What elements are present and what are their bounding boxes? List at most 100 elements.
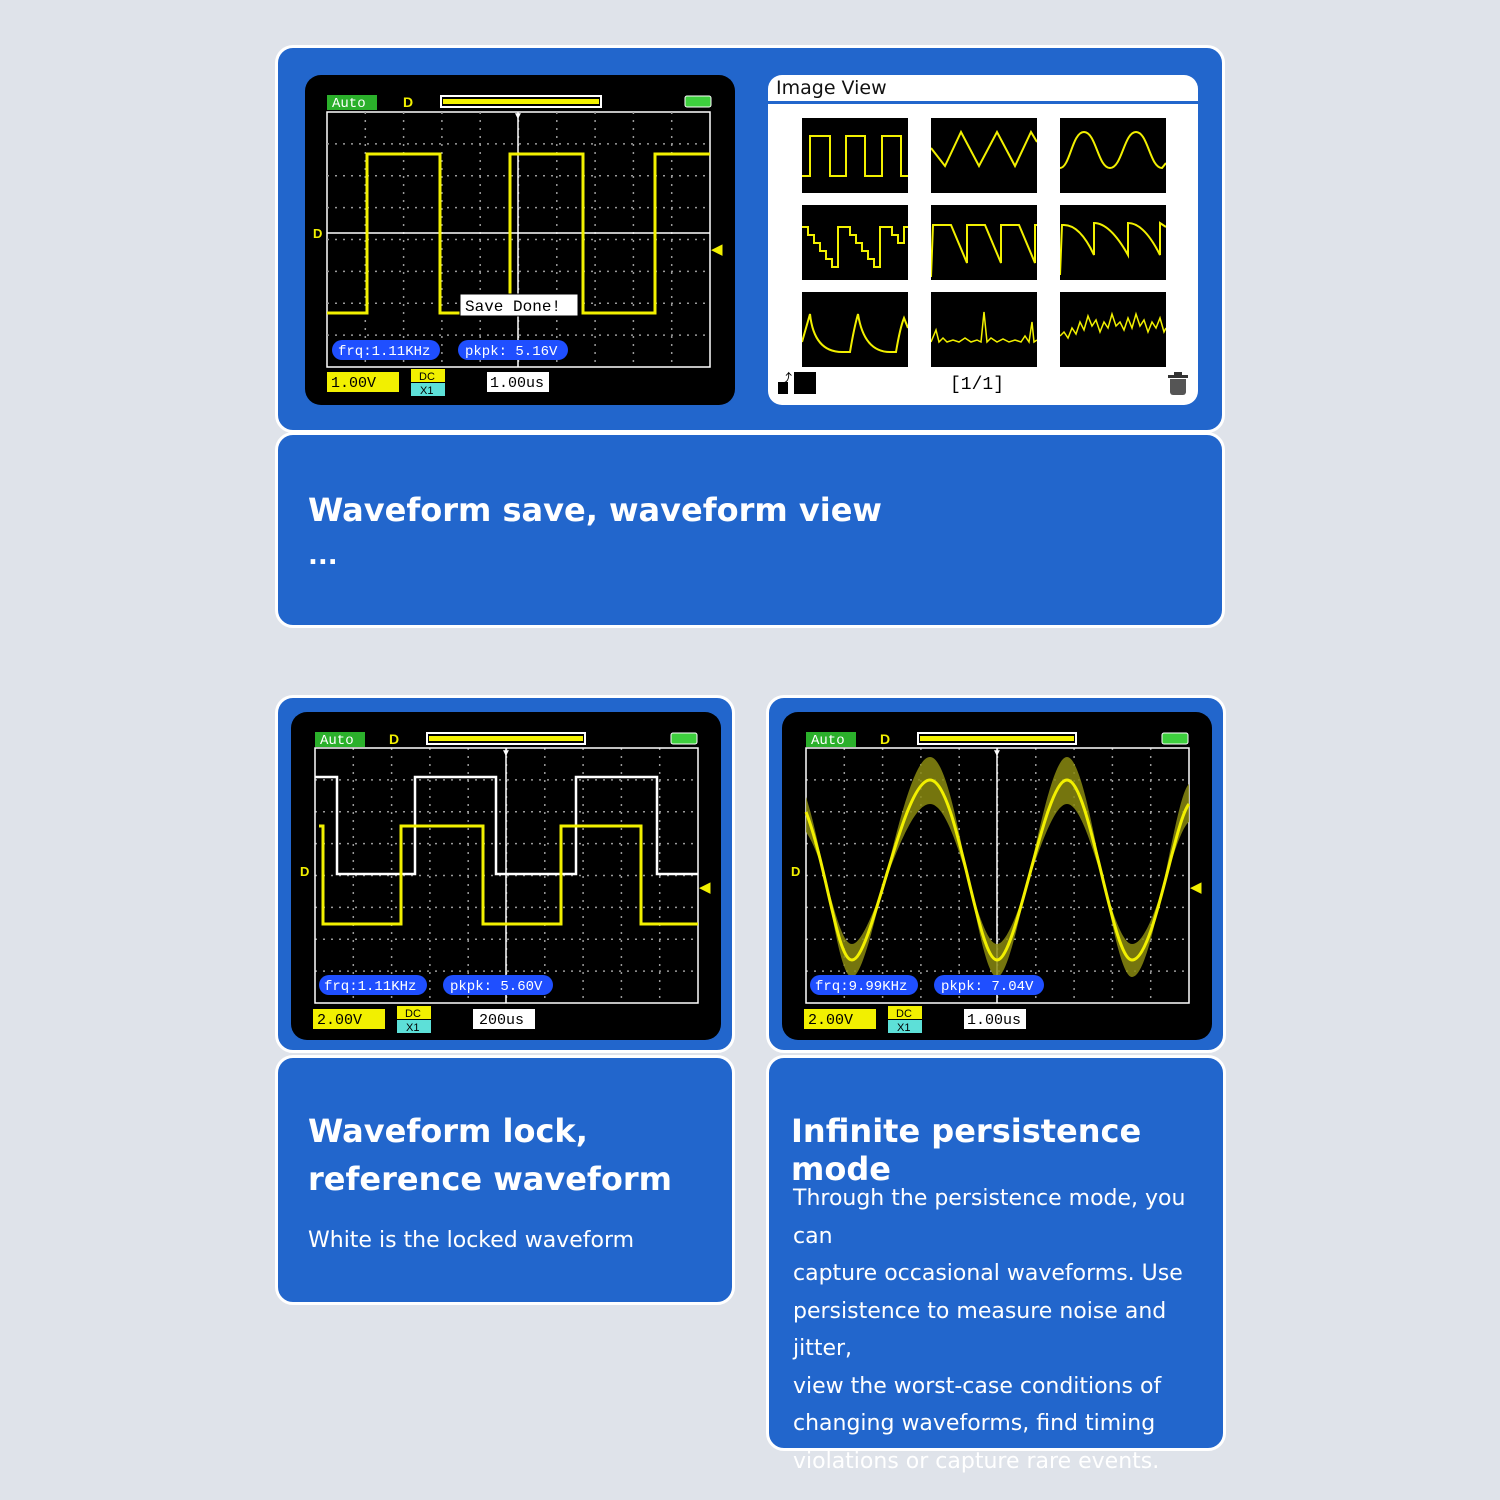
save-toast xyxy=(459,293,579,317)
thumbnail-square[interactable] xyxy=(802,118,908,193)
description-line: violations or capture rare events. xyxy=(793,1448,1160,1474)
lock-screen-panel: Auto D D ◀ ▼ frq:1.11KHz pkpk: 5.60V 2.0… xyxy=(275,695,735,1053)
thumbnail-ramp[interactable] xyxy=(931,205,1037,280)
volts-per-div: 2.00V xyxy=(317,1012,362,1029)
trigger-level-arrow-icon: ◀ xyxy=(1190,879,1202,896)
top-caption-panel: Waveform save, waveform view ... xyxy=(275,432,1225,628)
description-line: capture occasional waveforms. Use xyxy=(793,1261,1183,1286)
rotate-icon[interactable]: ⤴ xyxy=(778,370,792,394)
volts-badge xyxy=(313,1009,385,1029)
probe-badge xyxy=(397,1020,431,1033)
probe-badge xyxy=(411,383,445,396)
time-badge xyxy=(473,1009,535,1029)
auto-badge xyxy=(315,732,365,747)
persistence-description: Through the persistence mode, you can ca… xyxy=(793,1180,1223,1480)
scope-display-persistence: Auto D D ◀ ▼ frq:9.99KHz pkpk: 7.04V 2.0… xyxy=(791,731,1202,1034)
scope-screen-lock: Auto D D ◀ ▼ frq:1.11KHz pkpk: 5.60V 2.0… xyxy=(291,712,721,1040)
trash-icon[interactable] xyxy=(1168,372,1188,396)
persistence-envelope xyxy=(806,757,1189,977)
persistence-screen-panel: Auto D D ◀ ▼ frq:9.99KHz pkpk: 7.04V 2.0… xyxy=(766,695,1226,1053)
probe-label: X1 xyxy=(420,385,433,397)
pkpk-badge xyxy=(934,975,1044,995)
pkpk-badge xyxy=(443,975,553,995)
description-line: changing waveforms, find timing xyxy=(793,1411,1156,1436)
thumbnail-noise[interactable] xyxy=(1060,292,1166,367)
battery-icon xyxy=(684,95,712,108)
yellow-live-trace xyxy=(319,824,698,926)
section-title-save-view: Waveform save, waveform view xyxy=(308,491,882,529)
timebase-bar xyxy=(426,732,586,745)
thumbnail-triangle[interactable] xyxy=(931,118,1037,193)
coupling-label: DC xyxy=(896,1008,912,1020)
pkpk-readout: pkpk: 7.04V xyxy=(941,979,1034,995)
scope-display-save: Auto D D ◀ ▼ Save Done! frq:1.11KHz pkpk… xyxy=(313,94,723,397)
yellow-sine-trace xyxy=(804,778,1191,962)
coupling-label: DC xyxy=(419,371,435,383)
lock-caption-panel: Waveform lock, reference waveform White … xyxy=(275,1055,735,1305)
stop-square-icon[interactable] xyxy=(794,372,816,394)
thumbnail-sine[interactable] xyxy=(1060,118,1166,193)
image-view-title: Image View xyxy=(776,77,887,99)
description-line: persistence to measure noise and jitter, xyxy=(793,1298,1167,1362)
time-per-div: 200us xyxy=(479,1012,524,1029)
auto-badge xyxy=(327,95,377,110)
save-message: Save Done! xyxy=(465,298,561,316)
coupling-badge xyxy=(397,1006,431,1019)
trigger-marker-icon: D xyxy=(389,731,399,747)
channel-marker-icon: D xyxy=(300,864,309,879)
top-screens-panel: Auto D D ◀ ▼ Save Done! frq:1.11KHz pkpk… xyxy=(275,45,1225,433)
time-per-div: 1.00us xyxy=(490,375,544,392)
trigger-position-icon: ▼ xyxy=(992,748,1002,759)
battery-icon xyxy=(1161,732,1189,745)
scope-screen-persistence: Auto D D ◀ ▼ frq:9.99KHz pkpk: 7.04V 2.0… xyxy=(782,712,1212,1040)
image-view-window: Image View ⤴ xyxy=(768,75,1198,405)
coupling-badge xyxy=(888,1006,922,1019)
trigger-level-arrow-icon: ◀ xyxy=(699,879,711,896)
volts-badge xyxy=(327,372,399,392)
description-line: view the worst-case conditions of xyxy=(793,1373,1162,1399)
thumbnail-spikes[interactable] xyxy=(931,292,1037,367)
probe-label: X1 xyxy=(406,1022,419,1034)
plot-area: D ◀ ▼ xyxy=(313,111,723,368)
section-title-lock-line1: Waveform lock, xyxy=(308,1112,588,1150)
channel-marker-icon: D xyxy=(313,226,322,241)
mode-label: Auto xyxy=(320,733,354,749)
coupling-label: DC xyxy=(405,1008,421,1020)
frequency-badge xyxy=(319,975,427,995)
mode-label: Auto xyxy=(332,96,366,112)
section-title-lock-line2: reference waveform xyxy=(308,1160,672,1198)
battery-icon xyxy=(670,732,698,745)
timebase-window xyxy=(429,736,583,741)
frequency-badge xyxy=(810,975,918,995)
pkpk-readout: pkpk: 5.60V xyxy=(450,979,543,995)
frequency-readout: frq:9.99KHz xyxy=(815,979,907,995)
page-indicator: [1/1] xyxy=(950,375,1005,395)
thumbnail-decay-pulse[interactable] xyxy=(802,292,908,367)
white-reference-trace xyxy=(315,775,698,876)
lock-description: White is the locked waveform xyxy=(308,1228,635,1253)
thumbnail-staircase[interactable] xyxy=(802,205,908,280)
probe-label: X1 xyxy=(897,1022,910,1034)
thumbnail-exp-decay[interactable] xyxy=(1060,205,1166,280)
timebase-bar xyxy=(917,732,1077,745)
trigger-level-arrow-icon: ◀ xyxy=(711,241,723,258)
timebase-window xyxy=(920,736,1074,741)
trigger-position-icon: ▼ xyxy=(501,748,511,759)
ellipsis: ... xyxy=(308,541,338,571)
mode-label: Auto xyxy=(811,733,845,749)
scope-screen-save: Auto D D ◀ ▼ Save Done! frq:1.11KHz pkpk… xyxy=(305,75,735,405)
coupling-badge xyxy=(411,369,445,382)
time-badge xyxy=(487,372,549,392)
volts-badge xyxy=(804,1009,876,1029)
yellow-square-trace xyxy=(327,152,710,315)
time-per-div: 1.00us xyxy=(967,1012,1021,1029)
trigger-marker-icon: D xyxy=(403,94,413,110)
image-view-title-divider xyxy=(768,101,1198,104)
channel-marker-icon: D xyxy=(791,864,800,879)
frequency-readout: frq:1.11KHz xyxy=(324,979,416,995)
scope-display-lock: Auto D D ◀ ▼ frq:1.11KHz pkpk: 5.60V 2.0… xyxy=(300,731,711,1034)
timebase-window xyxy=(443,99,599,104)
trigger-marker-icon: D xyxy=(880,731,890,747)
frequency-badge xyxy=(332,340,440,360)
probe-badge xyxy=(888,1020,922,1033)
